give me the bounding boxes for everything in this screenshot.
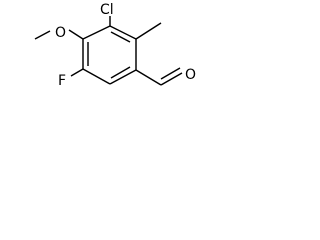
aldehyde-double-bond bbox=[160, 67, 181, 80]
ring-bond-c1-c6 bbox=[109, 69, 137, 85]
methoxy-oxygen-label: O bbox=[55, 25, 66, 41]
fluorine-label: F bbox=[58, 73, 66, 89]
inner-double-bond-bottom-right bbox=[110, 66, 131, 79]
aldehyde-bond bbox=[135, 69, 162, 86]
aldehyde-c-o-bond bbox=[160, 72, 183, 86]
aldehyde-oxygen-label: O bbox=[185, 67, 196, 83]
ring-bond-c6-c5 bbox=[82, 68, 111, 85]
fluorine-bond bbox=[70, 68, 84, 77]
structure-canvas: Cl O F O bbox=[0, 0, 218, 138]
chlorine-label: Cl bbox=[100, 2, 114, 18]
ring-bond-c4-c3 bbox=[82, 25, 111, 40]
methyl-bond bbox=[135, 22, 162, 40]
inner-double-bond-top-right bbox=[110, 31, 131, 43]
methoxy-o-ring-bond bbox=[68, 29, 84, 40]
methoxy-methyl-bond bbox=[34, 30, 51, 40]
ring-bond-c3-c2 bbox=[109, 25, 137, 40]
chemical-structure-diagram: Cl O F O bbox=[34, 2, 196, 89]
